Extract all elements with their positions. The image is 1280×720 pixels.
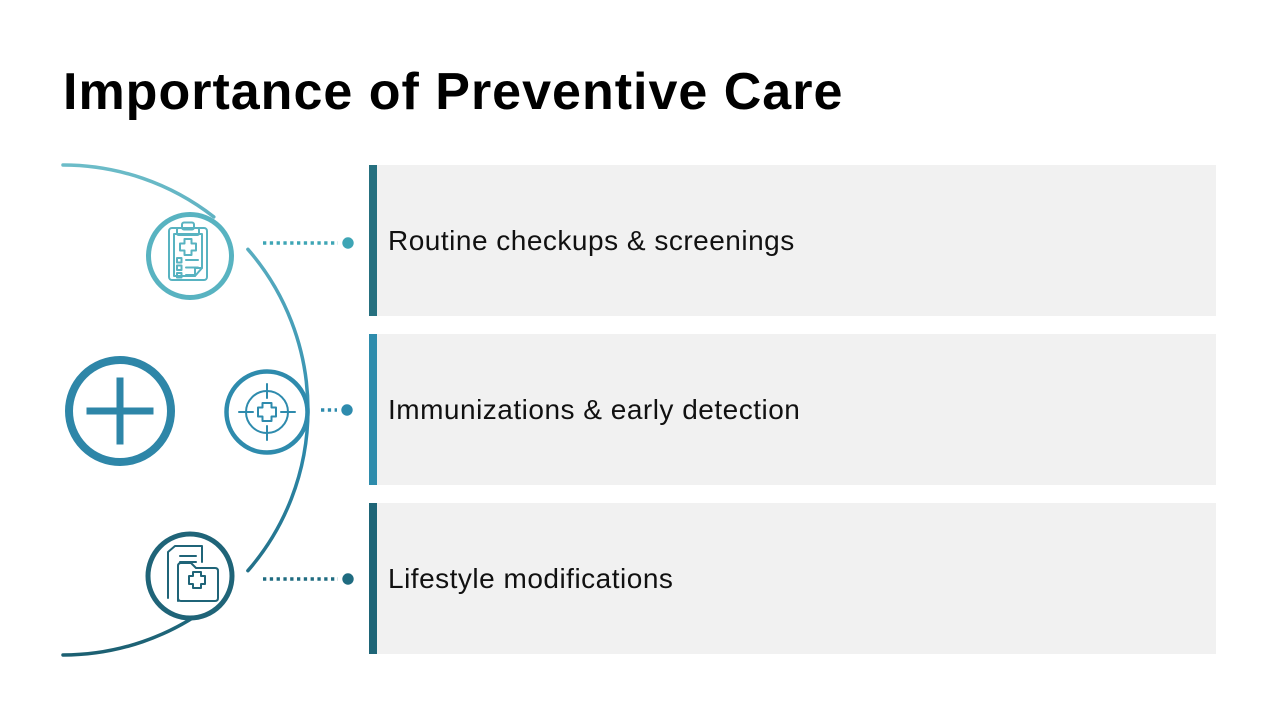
connector-end-dot xyxy=(342,237,354,249)
accent-bar xyxy=(369,503,377,654)
crosshair-target-icon xyxy=(224,369,310,455)
page-title: Importance of Preventive Care xyxy=(63,63,844,121)
connector-end-dot xyxy=(341,404,353,416)
clipboard-checklist-icon xyxy=(146,212,234,300)
accent-bar xyxy=(369,334,377,485)
list-item-label: Immunizations & early detection xyxy=(388,393,801,425)
list-item-body: Routine checkups & screenings xyxy=(377,165,1216,316)
connector-dotted-line-2 xyxy=(321,404,353,416)
medical-folder-icon xyxy=(145,531,235,621)
list-item-body: Immunizations & early detection xyxy=(377,334,1216,485)
plus-circle-icon xyxy=(65,356,175,466)
list-item-label: Routine checkups & screenings xyxy=(388,224,795,256)
list-item: Routine checkups & screenings xyxy=(369,165,1216,316)
accent-bar xyxy=(369,165,377,316)
connector-end-dot xyxy=(342,573,354,585)
list-item: Lifestyle modifications xyxy=(369,503,1216,654)
list-item-body: Lifestyle modifications xyxy=(377,503,1216,654)
connector-dotted-line-3 xyxy=(263,573,354,585)
list-item: Immunizations & early detection xyxy=(369,334,1216,485)
connector-dotted-line-1 xyxy=(263,237,354,249)
list-item-label: Lifestyle modifications xyxy=(388,562,674,594)
